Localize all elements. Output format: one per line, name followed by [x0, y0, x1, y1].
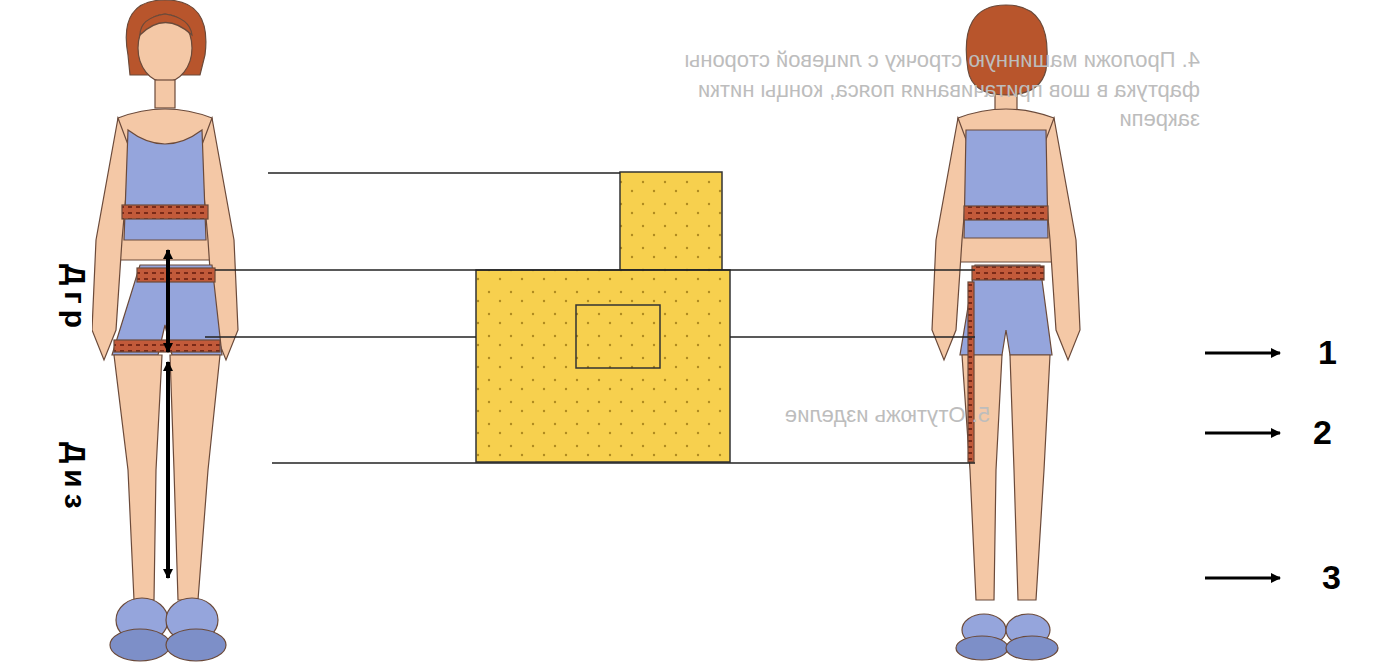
- callout-arrows: [1205, 353, 1280, 578]
- callout-number: 2: [1313, 413, 1332, 452]
- measure-label: Диз: [58, 440, 92, 517]
- callout-number: 1: [1318, 333, 1337, 372]
- callout-number: 3: [1322, 558, 1341, 597]
- back-figure: [932, 5, 1080, 660]
- measure-label: Дгр: [58, 262, 92, 336]
- measure-arrows: [166, 250, 170, 578]
- watermark: 5. Отутюжь изделие: [690, 400, 990, 430]
- front-figure: [92, 0, 238, 661]
- apron-pattern: [476, 172, 730, 462]
- watermark: 4. Проложи машинную строчку с лицевой ст…: [640, 45, 1200, 134]
